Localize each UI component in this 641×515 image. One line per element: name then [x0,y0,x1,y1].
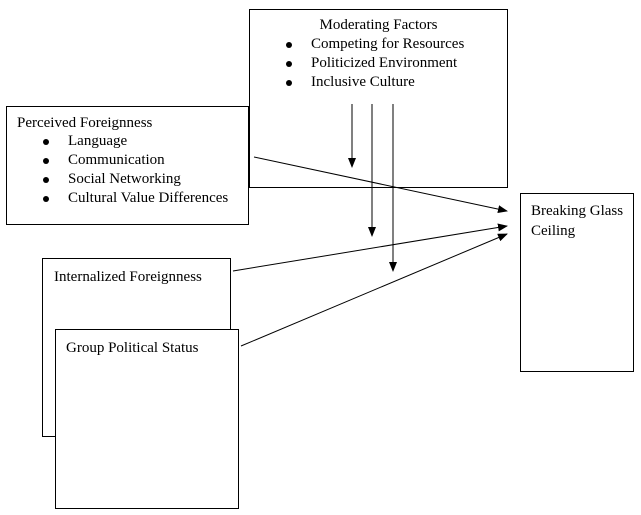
perceived-foreignness-title: Perceived Foreignness [17,115,153,131]
group-political-status-box: Group Political Status [55,329,239,509]
moderating-factors-box: Moderating Factors Competing for Resourc… [249,9,508,188]
breaking-glass-ceiling-title: Breaking Glass Ceiling [531,203,624,239]
moderating-factor-item: Inclusive Culture [250,73,507,92]
perceived-foreignness-item: Communication [17,151,248,170]
moderating-factors-title: Moderating Factors [319,17,438,33]
group-political-status-title: Group Political Status [66,340,199,356]
moderating-factors-list: Competing for Resources Politicized Envi… [250,35,507,92]
perceived-foreignness-item: Cultural Value Differences [17,189,248,208]
perceived-foreignness-box: Perceived Foreignness Language Communica… [6,106,249,225]
moderating-factor-item: Competing for Resources [250,35,507,54]
arrow-internalized-to-breaking [232,223,508,272]
perceived-foreignness-list: Language Communication Social Networking… [17,132,248,208]
perceived-foreignness-item: Social Networking [17,170,248,189]
perceived-foreignness-item: Language [17,132,248,151]
internalized-foreignness-title: Internalized Foreignness [54,269,202,285]
moderating-factor-item: Politicized Environment [250,54,507,73]
arrow-group-to-breaking [240,233,508,347]
breaking-glass-ceiling-box: Breaking Glass Ceiling [520,193,634,372]
